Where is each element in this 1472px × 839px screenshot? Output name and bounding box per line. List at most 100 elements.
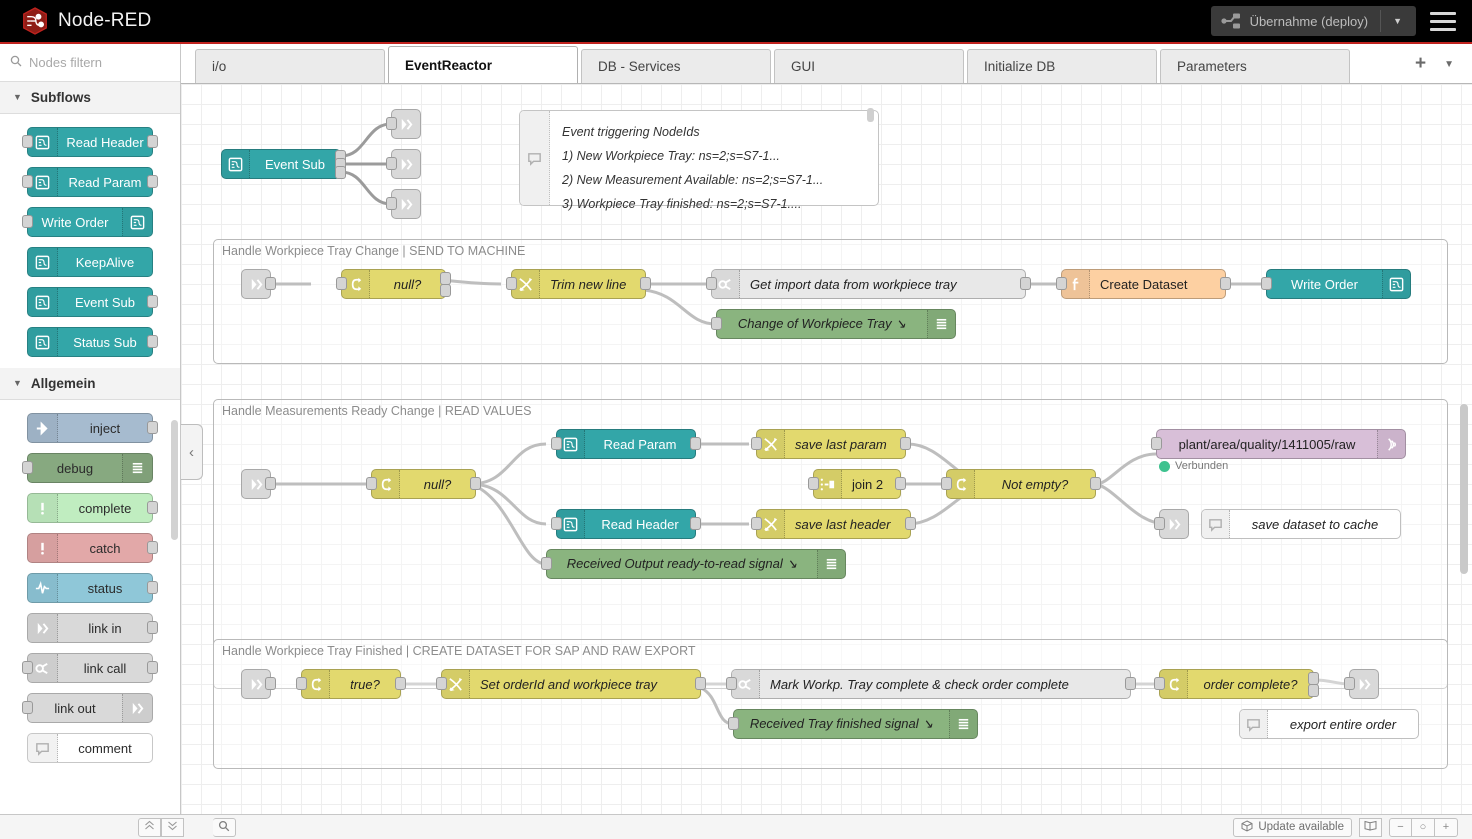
tab-io[interactable]: i/o bbox=[195, 49, 385, 83]
output-port[interactable] bbox=[147, 295, 158, 308]
output-port[interactable] bbox=[147, 541, 158, 554]
input-port[interactable] bbox=[22, 701, 33, 714]
output-port[interactable] bbox=[470, 477, 481, 490]
input-port[interactable] bbox=[751, 517, 762, 530]
tab-gui[interactable]: GUI bbox=[774, 49, 964, 83]
input-port[interactable] bbox=[551, 437, 562, 450]
palette-node-keepalive[interactable]: KeepAlive bbox=[0, 242, 180, 282]
input-port[interactable] bbox=[726, 677, 737, 690]
output-port[interactable] bbox=[147, 621, 158, 634]
input-port[interactable] bbox=[541, 557, 552, 570]
input-port[interactable] bbox=[808, 477, 819, 490]
node-body[interactable]: catch bbox=[27, 533, 158, 563]
input-port[interactable] bbox=[366, 477, 377, 490]
node-body[interactable]: complete bbox=[27, 493, 158, 523]
output-port[interactable] bbox=[900, 437, 911, 450]
flow-node-mark-workpiece-complete[interactable]: Mark Workp. Tray complete & check order … bbox=[726, 669, 1136, 699]
sidebar-collapse-toggle[interactable]: ‹ bbox=[181, 424, 203, 480]
zoom-reset-button[interactable]: ○ bbox=[1412, 817, 1435, 837]
node-body[interactable]: KeepAlive bbox=[27, 247, 153, 277]
flow-node-link-out-3[interactable] bbox=[386, 189, 421, 219]
palette-node-event-sub[interactable]: Event Sub bbox=[0, 282, 180, 322]
flow-node-order-complete[interactable]: order complete? bbox=[1154, 669, 1319, 699]
chevron-down-icon[interactable]: ▼ bbox=[1444, 58, 1454, 70]
flow-node-save-last-param[interactable]: save last param bbox=[751, 429, 911, 459]
hamburger-menu-icon[interactable] bbox=[1430, 11, 1456, 31]
output-port[interactable] bbox=[895, 477, 906, 490]
input-port[interactable] bbox=[386, 157, 397, 170]
zoom-out-button[interactable]: − bbox=[1389, 817, 1412, 837]
palette-node-debug[interactable]: debug bbox=[0, 448, 180, 488]
palette-node-read-header[interactable]: Read Header bbox=[0, 122, 180, 162]
flow-node-link-in-g1[interactable] bbox=[241, 269, 276, 299]
flow-node-link-in-g3[interactable] bbox=[241, 669, 276, 699]
node-body[interactable]: inject bbox=[27, 413, 158, 443]
palette-category-subflows[interactable]: ▼ Subflows bbox=[0, 82, 180, 114]
node-body[interactable]: link in bbox=[27, 613, 158, 643]
input-port[interactable] bbox=[386, 117, 397, 130]
node-body[interactable]: comment bbox=[27, 733, 153, 763]
input-port[interactable] bbox=[728, 717, 739, 730]
output-port[interactable] bbox=[147, 335, 158, 348]
flow-group-workpiece-tray-finished[interactable]: Handle Workpiece Tray Finished | CREATE … bbox=[213, 639, 1448, 769]
input-port[interactable] bbox=[706, 277, 717, 290]
output-port[interactable] bbox=[147, 421, 158, 434]
output-port[interactable] bbox=[147, 661, 158, 674]
output-port[interactable] bbox=[695, 677, 706, 690]
output-port[interactable] bbox=[147, 135, 158, 148]
flow-node-not-empty[interactable]: Not empty? bbox=[941, 469, 1101, 499]
output-port-2[interactable] bbox=[440, 284, 451, 297]
collapse-all-button[interactable] bbox=[138, 817, 161, 837]
node-body[interactable]: Write Order bbox=[22, 207, 153, 237]
output-port[interactable] bbox=[690, 517, 701, 530]
output-port[interactable] bbox=[1220, 277, 1231, 290]
palette-category-allgemein[interactable]: ▼ Allgemein bbox=[0, 368, 180, 400]
flow-node-comment-export-order[interactable]: export entire order bbox=[1239, 709, 1419, 739]
flow-node-true-check[interactable]: true? bbox=[296, 669, 406, 699]
flow-node-change-of-workpiece-tray-debug[interactable]: Change of Workpiece Tray ↘ bbox=[711, 309, 956, 339]
output-port[interactable] bbox=[1090, 477, 1101, 490]
output-port[interactable] bbox=[395, 677, 406, 690]
flow-node-create-dataset[interactable]: Create Dataset bbox=[1056, 269, 1231, 299]
flow-canvas[interactable]: Event Sub Event triggering NodeIds 1) Ne… bbox=[181, 84, 1472, 814]
flow-node-link-in-g2[interactable] bbox=[241, 469, 276, 499]
deploy-button[interactable]: Übernahme (deploy) ▼ bbox=[1210, 6, 1416, 36]
canvas-vertical-scrollbar[interactable] bbox=[1460, 404, 1468, 574]
flow-node-null-check-g1[interactable]: null? bbox=[336, 269, 451, 299]
input-port[interactable] bbox=[22, 661, 33, 674]
flow-node-top-comment[interactable]: Event triggering NodeIds 1) New Workpiec… bbox=[519, 108, 879, 211]
palette-node-status[interactable]: status bbox=[0, 568, 180, 608]
flow-node-join-2[interactable]: join 2 bbox=[808, 469, 906, 499]
input-port[interactable] bbox=[506, 277, 517, 290]
output-port[interactable] bbox=[690, 437, 701, 450]
output-port-3[interactable] bbox=[335, 166, 346, 179]
input-port[interactable] bbox=[296, 677, 307, 690]
palette-node-link-out[interactable]: link out bbox=[0, 688, 180, 728]
palette-node-comment[interactable]: comment bbox=[0, 728, 180, 768]
input-port[interactable] bbox=[22, 215, 33, 228]
node-body[interactable]: Read Param bbox=[22, 167, 158, 197]
palette-node-write-order[interactable]: Write Order bbox=[0, 202, 180, 242]
output-port[interactable] bbox=[147, 175, 158, 188]
flow-node-get-import-data[interactable]: Get import data from workpiece tray bbox=[706, 269, 1031, 299]
tab-db-services[interactable]: DB - Services bbox=[581, 49, 771, 83]
flow-node-trim-new-line[interactable]: Trim new line bbox=[506, 269, 651, 299]
flow-node-received-tray-finished-debug[interactable]: Received Tray finished signal ↘ bbox=[728, 709, 978, 739]
palette-node-catch[interactable]: catch bbox=[0, 528, 180, 568]
flow-node-event-sub[interactable]: Event Sub bbox=[221, 149, 346, 179]
output-port[interactable] bbox=[147, 581, 158, 594]
flow-node-link-out-2[interactable] bbox=[386, 149, 421, 179]
input-port[interactable] bbox=[1154, 677, 1165, 690]
input-port[interactable] bbox=[436, 677, 447, 690]
flow-node-null-check-g2[interactable]: null? bbox=[366, 469, 481, 499]
flow-node-link-out-cache[interactable] bbox=[1154, 509, 1189, 539]
output-port[interactable] bbox=[1020, 277, 1031, 290]
node-body[interactable]: Read Header bbox=[22, 127, 158, 157]
node-body[interactable]: debug bbox=[22, 453, 153, 483]
node-body[interactable]: status bbox=[27, 573, 158, 603]
book-button[interactable] bbox=[1359, 817, 1382, 837]
flow-node-comment-save-dataset[interactable]: save dataset to cache bbox=[1201, 509, 1401, 539]
flow-node-read-param[interactable]: Read Param bbox=[551, 429, 701, 459]
search-input[interactable] bbox=[29, 55, 170, 70]
node-body[interactable]: link call bbox=[22, 653, 158, 683]
